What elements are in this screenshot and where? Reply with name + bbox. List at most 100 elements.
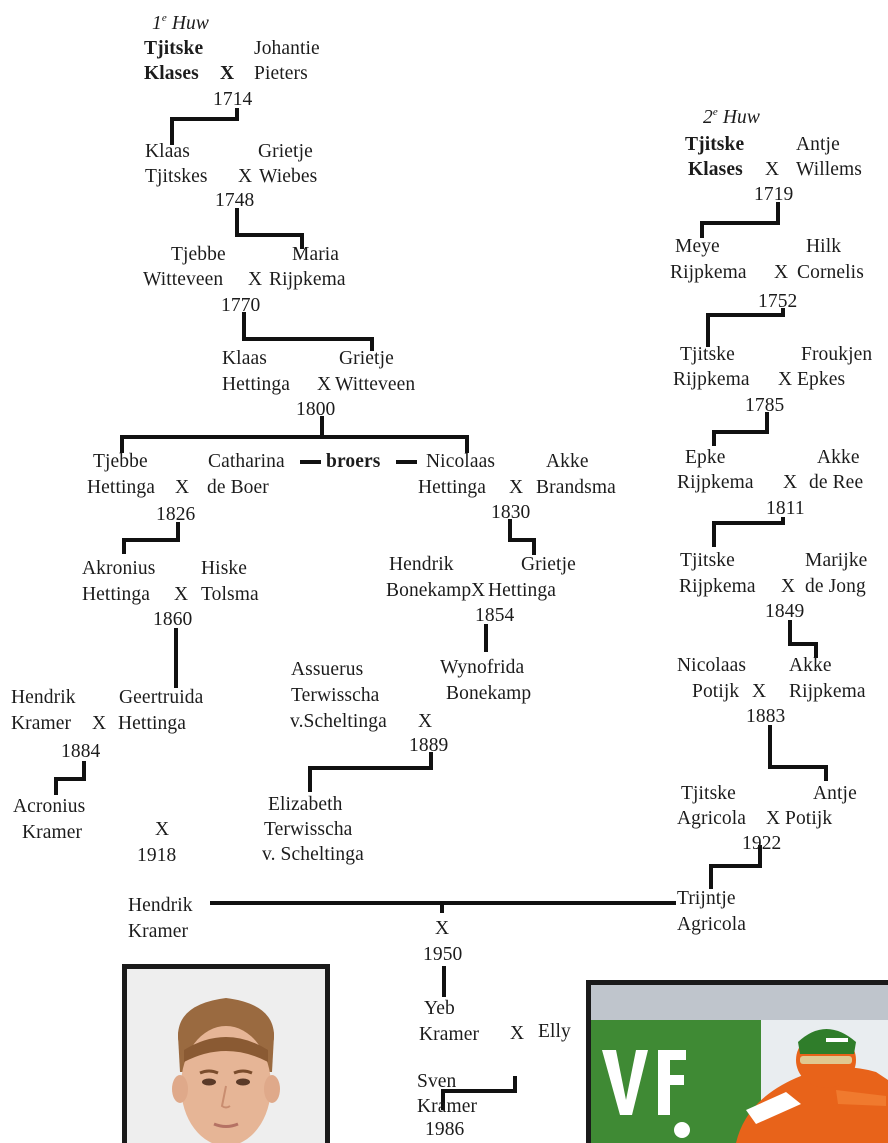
person-first-name: Tjebbe [171,244,226,265]
speed-skater-photo [586,980,888,1143]
connector-1950 [210,901,676,913]
connector-1811 [712,517,785,547]
connector-1830 [508,519,536,555]
marriage-year: 1922 [742,833,782,854]
person-first-name: Tjitske [681,783,736,804]
person-last-name: Hettinga [488,580,556,601]
person-last-name: Hettinga [87,477,155,498]
person-first-name: Grietje [258,141,313,162]
person-first-name: Tjitske [680,550,735,571]
person-first-name: Nicolaas [677,655,747,676]
marriage-year: 1719 [754,184,794,205]
marriage-x: X [174,584,189,605]
person-johantie-last-name: Pieters [254,63,308,84]
person-first-name: Elizabeth [268,794,343,815]
marriage-year: 1714 [213,89,253,110]
marriage-x: X [765,159,780,180]
person-last-name: v.Scheltinga [290,711,387,732]
person-last-name: Tolsma [201,584,259,605]
person-middle-name: Terwisscha [291,685,380,706]
person-first-name: Nicolaas [426,451,496,472]
person-tjitske-last-name: Klases [144,63,199,84]
marriage-x: X [509,477,524,498]
person-last-name: Hettinga [222,374,290,395]
person-last-name: Bonekamp [386,580,472,601]
marriage-x: X [92,713,107,734]
marriage-x: X [155,819,170,840]
marriage-x: X [783,472,798,493]
person-first-name: Hendrik [11,687,76,708]
person-first-name: Meye [675,236,720,257]
marriage-x: X [774,262,789,283]
connector-1922 [709,845,762,889]
person-last-name: Epkes [797,369,846,390]
person-first-name: Hiske [201,558,247,579]
connector-1884 [54,761,86,795]
person-first-name: Akke [817,447,860,468]
marriage-x: X [781,576,796,597]
marriage-year: 1811 [766,498,805,519]
person-first-name: Froukjen [801,344,873,365]
person-first-name: Catharina [208,451,285,472]
person-last-name: Bonekamp [446,683,532,704]
person-first-name: Hilk [806,236,842,257]
connector-1826 [122,522,180,554]
person-last-name: de Jong [805,576,866,597]
person-first-name: Acronius [13,796,86,817]
marriage-year: 1785 [745,395,785,416]
marriage-year: 1884 [61,741,101,762]
person-first-name: Akke [789,655,832,676]
person-last-name: Kramer [417,1096,478,1117]
person-first-name: Trijntje [677,888,736,909]
person-last-name: Potijk [692,681,740,702]
marriage-x: X [471,580,486,601]
person-first-name: Antje [796,134,840,155]
connector-1752 [706,308,785,347]
person-tjitske-last-name: Klases [688,159,743,180]
person-first-name: Akke [546,451,589,472]
marriage-year: 1950 [423,944,463,965]
person-last-name: Witteveen [143,269,224,290]
person-last-name: Hettinga [82,584,150,605]
person-tjitske-first-name: Tjitske [144,38,204,59]
person-last-name: Wiebes [259,166,318,187]
marriage-x: X [238,166,253,187]
person-first-name: Marijke [805,550,868,571]
second-marriage-label: 2e Huw [703,106,760,129]
marriage-year: 1826 [156,504,196,525]
marriage-year: 1770 [221,295,261,316]
person-first-name: Elly [538,1021,571,1042]
person-first-name: Grietje [339,348,394,369]
connector-1748 [235,208,304,249]
person-last-name: Kramer [11,713,72,734]
person-first-name: Tjebbe [93,451,148,472]
marriage-year: 1752 [758,291,798,312]
person-tjitske-first-name: Tjitske [685,134,745,155]
marriage-year: 1860 [153,609,193,630]
person-first-name: Yeb [424,998,455,1019]
connector-1986 [441,1076,517,1110]
person-last-name: Witteveen [335,374,416,395]
person-last-name: de Boer [207,477,269,498]
person-last-name: Hettinga [118,713,186,734]
connector-1889 [308,752,433,792]
connector-1800 [120,416,469,453]
connector-1785 [712,412,769,446]
marriage-year: 1849 [765,601,805,622]
person-last-name: Potijk [785,808,833,829]
person-first-name: Hendrik [389,554,454,575]
person-first-name: Assuerus [291,659,364,680]
person-first-name: Grietje [521,554,576,575]
person-last-name: Rijpkema [670,262,747,283]
broers-line-left [300,460,321,464]
person-last-name: de Ree [809,472,864,493]
marriage-year: 1748 [215,190,255,211]
person-first-name: Geertruida [119,687,204,708]
portrait-photo [122,964,330,1143]
person-last-name: Kramer [419,1024,480,1045]
person-last-name: Cornelis [797,262,864,283]
person-last-name: Rijpkema [269,269,346,290]
broers-line-right [396,460,417,464]
